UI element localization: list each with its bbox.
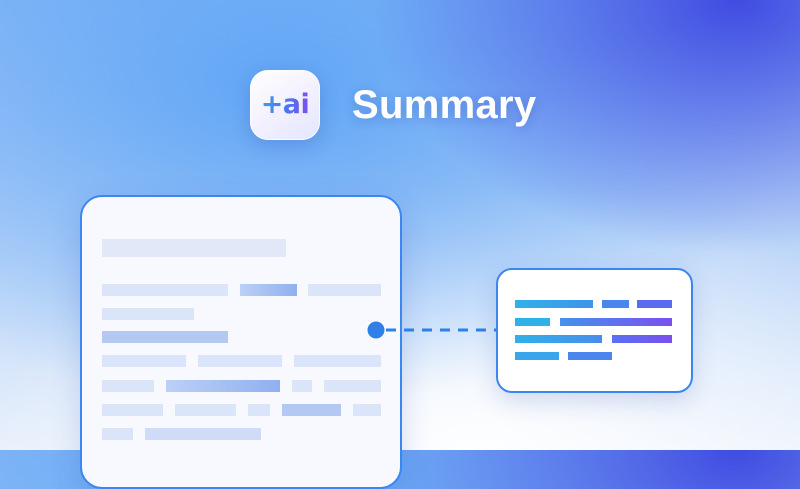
connector-dot	[367, 321, 385, 339]
summary-line	[637, 300, 672, 308]
app-icon-label: +ai	[260, 88, 310, 120]
document-text-line	[102, 404, 163, 416]
document-text-line	[198, 355, 282, 367]
summary-card	[496, 268, 693, 393]
document-card	[80, 195, 402, 489]
summary-line	[560, 318, 672, 326]
document-text-line	[324, 380, 381, 392]
document-text-line	[353, 404, 381, 416]
document-text-line	[308, 284, 381, 296]
summary-line	[515, 352, 559, 360]
ai-plus-icon: +ai	[250, 70, 320, 140]
document-highlight-line	[282, 404, 341, 416]
summary-line	[515, 318, 550, 326]
document-highlight-line	[166, 380, 280, 392]
document-highlight-line	[102, 331, 228, 343]
document-text-line	[175, 404, 236, 416]
summary-line	[515, 300, 593, 308]
document-text-line	[102, 355, 186, 367]
summary-line	[568, 352, 612, 360]
document-text-line	[102, 308, 194, 320]
header: +ai Summary	[250, 70, 536, 140]
summary-line	[515, 335, 602, 343]
document-text-line	[294, 355, 381, 367]
dashed-connector-icon	[367, 321, 497, 339]
document-text-line	[145, 428, 261, 440]
document-text-line	[292, 380, 312, 392]
document-highlight-line	[240, 284, 297, 296]
document-text-line	[102, 284, 228, 296]
page-title: Summary	[352, 82, 537, 127]
document-text-line	[102, 380, 154, 392]
document-heading-line	[102, 239, 286, 257]
document-text-line	[102, 428, 133, 440]
document-text-line	[248, 404, 270, 416]
summary-line	[612, 335, 672, 343]
summary-line	[602, 300, 629, 308]
